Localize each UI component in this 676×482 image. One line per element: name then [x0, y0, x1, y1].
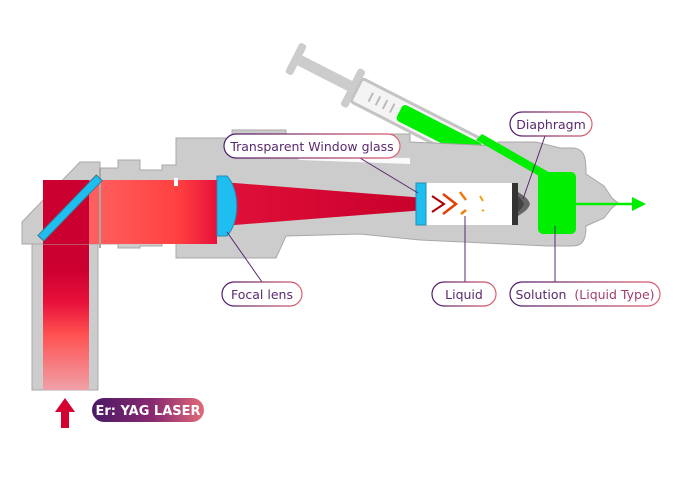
syringe-flange	[340, 68, 366, 108]
laser-source-badge: Er: YAG LASER	[92, 398, 204, 422]
label-solution-main: Solution	[515, 287, 566, 302]
focal-lens	[216, 175, 238, 237]
solution-reservoir	[538, 172, 576, 234]
window-gap	[236, 148, 410, 164]
horizontal-laser-beam	[89, 180, 217, 244]
input-tube	[31, 230, 99, 391]
label-diaphragm: Diaphragm	[516, 117, 586, 132]
solution-channel	[476, 134, 552, 180]
label-focal-lens: Focal lens	[231, 287, 293, 302]
arrow-up-icon	[55, 398, 75, 428]
liquid-chamber	[426, 183, 512, 225]
label-solution-sub: (Liquid Type)	[574, 287, 654, 302]
syringe-plunger-cap	[285, 43, 307, 76]
laser-source-label: Er: YAG LASER	[95, 404, 200, 419]
callout-focal-lens: Focal lens	[221, 281, 303, 307]
label-window-glass: Transparent Window glass	[229, 139, 393, 154]
vertical-laser-beam	[43, 230, 89, 390]
callout-diaphragm: Diaphragm	[509, 111, 593, 137]
callout-liquid: Liquid	[431, 281, 497, 307]
output-arrow-icon	[632, 197, 646, 211]
callout-solution: Solution (Liquid Type)	[509, 281, 661, 307]
callout-window-glass: Transparent Window glass	[223, 133, 401, 159]
label-liquid: Liquid	[445, 287, 483, 302]
window-glass	[415, 182, 427, 226]
syringe-plunger-rod	[297, 55, 356, 93]
label-solution: Solution (Liquid Type)	[515, 287, 654, 302]
diaphragm	[512, 183, 518, 225]
mirror	[37, 174, 103, 242]
focused-laser-cone	[222, 182, 425, 226]
